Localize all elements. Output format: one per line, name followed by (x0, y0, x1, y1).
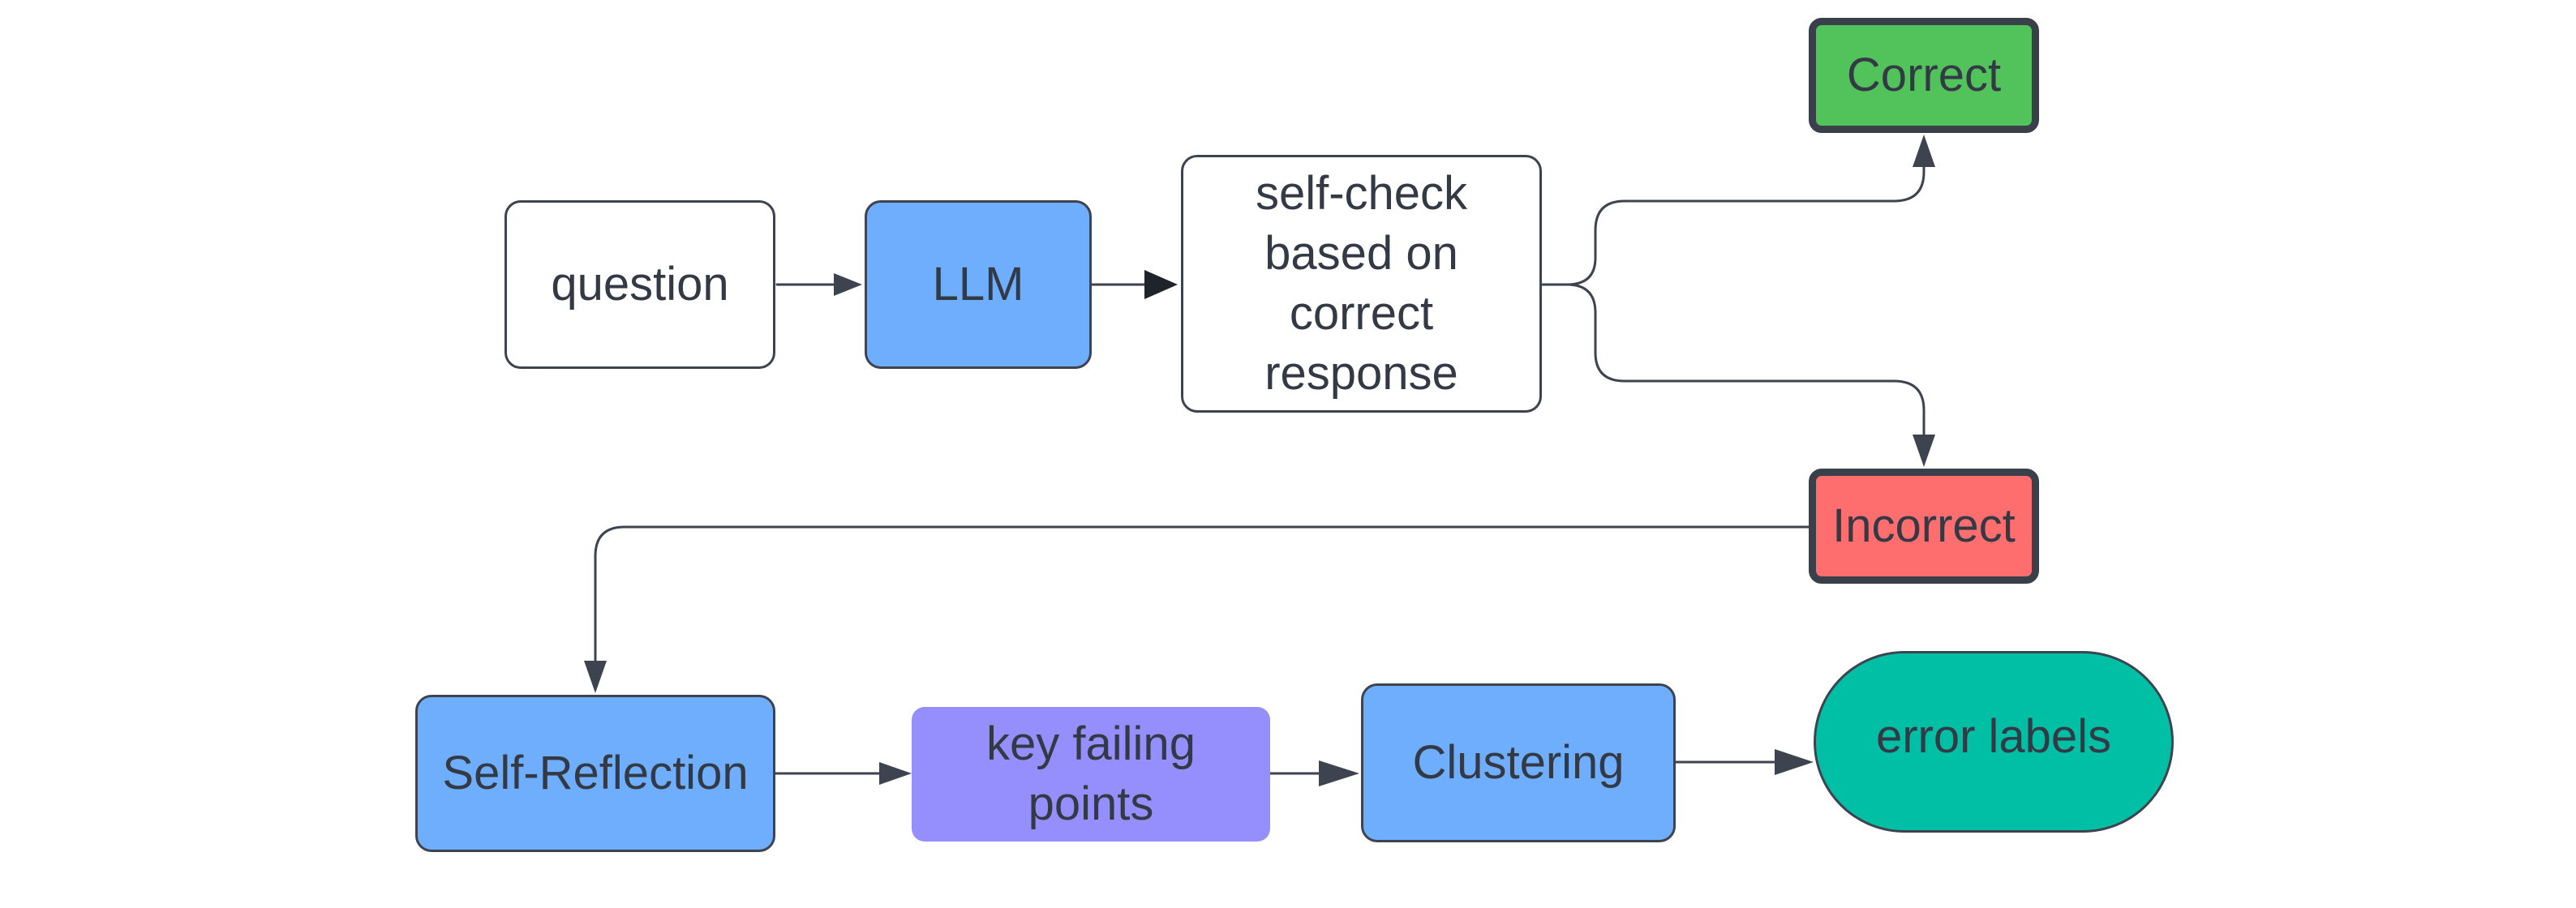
question-node: question (504, 200, 775, 369)
clustering-label: Clustering (1412, 736, 1625, 789)
arrowhead-error-labels (1775, 749, 1814, 775)
edge-incorrect-self-reflection (594, 525, 1811, 665)
edge-self-check-incorrect (1540, 283, 1926, 439)
llm-label: LLM (932, 258, 1024, 311)
error-labels-node: error labels (1814, 651, 2174, 833)
self-reflection-label: Self-Reflection (442, 747, 749, 799)
self-reflection-node: Self-Reflection (415, 695, 775, 852)
key-failing-points-node: key failing points (912, 707, 1270, 842)
clustering-node: Clustering (1361, 683, 1676, 842)
key-failing-points-label: key failing points (986, 717, 1196, 830)
arrowhead-llm (834, 273, 862, 296)
incorrect-node: Incorrect (1809, 469, 2039, 584)
llm-node: LLM (865, 200, 1092, 369)
correct-label: Correct (1846, 49, 2002, 101)
incorrect-label: Incorrect (1832, 499, 2016, 552)
arrowhead-correct (1913, 135, 1935, 167)
self-check-node: self-check based on correct response (1181, 155, 1542, 413)
correct-node: Correct (1809, 18, 2039, 133)
arrowhead-incorrect (1913, 435, 1935, 467)
self-check-label: self-check based on correct response (1255, 167, 1468, 400)
error-labels-label: error labels (1875, 710, 2112, 763)
arrowhead-clustering (1319, 760, 1359, 786)
edge-self-check-correct (1540, 157, 1926, 286)
arrowhead-self-check (1144, 270, 1178, 299)
question-label: question (551, 258, 729, 311)
arrowhead-self-reflection (584, 661, 607, 693)
arrowhead-key-failing-points (879, 762, 912, 785)
